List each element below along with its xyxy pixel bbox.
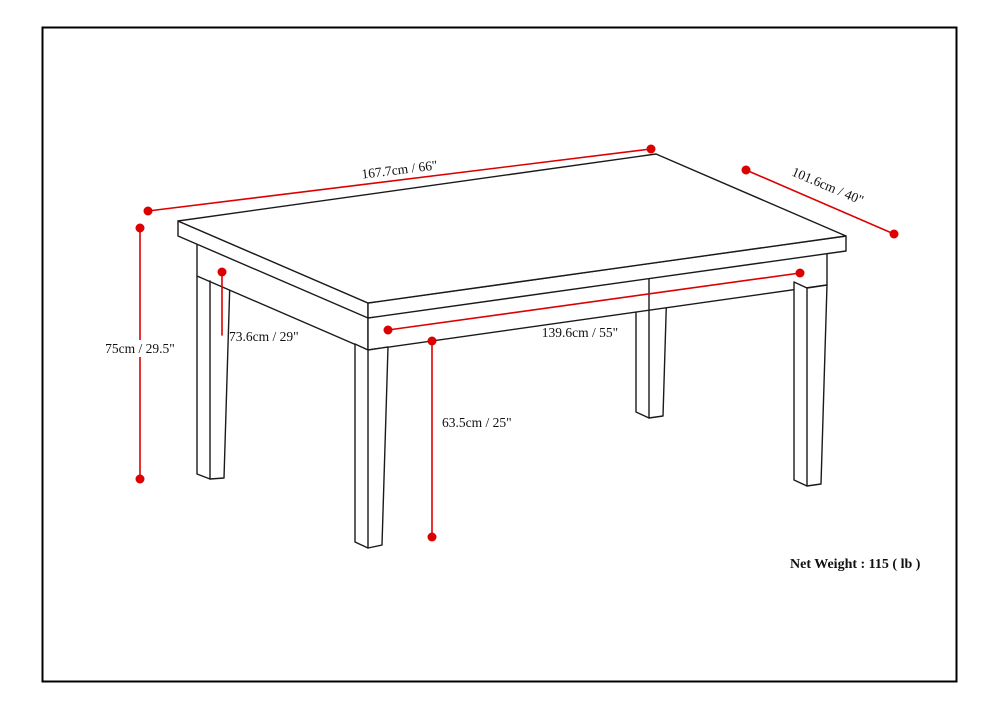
dimension-endpoint-dot: [383, 325, 393, 335]
dimension-endpoint-dot: [427, 532, 437, 542]
dimension-endpoint-dot: [795, 268, 805, 278]
net-weight-label: Net Weight : 115 ( lb ): [790, 557, 921, 572]
dimension-endpoint-dot: [143, 206, 153, 216]
leg-corner-edges: [209, 219, 808, 549]
dimension-endpoint-dot: [135, 223, 145, 233]
table-drawing: [177, 153, 847, 549]
dimension-label-height: 75cm / 29.5": [105, 341, 175, 356]
table-leg-back-left: [196, 275, 231, 480]
dimension-label-underside: 73.6cm / 29": [229, 329, 299, 344]
dimension-endpoint-dot: [646, 144, 656, 154]
dimension-line-between-legs: [387, 272, 801, 331]
table-leg-front-left: [354, 343, 389, 549]
dimension-endpoint-dot: [217, 267, 227, 277]
dimension-endpoint-dot: [741, 165, 751, 175]
table-leg-front-right: [793, 281, 828, 487]
dimension-line-length: [147, 148, 652, 212]
dimension-endpoint-dot: [427, 336, 437, 346]
dimension-lines: [139, 148, 895, 538]
dimension-label-clearance: 63.5cm / 25": [442, 415, 512, 430]
dimension-dots: [135, 144, 899, 542]
tabletop-surface: [177, 153, 847, 304]
dimension-line-depth: [745, 169, 895, 235]
dimension-endpoint-dot: [889, 229, 899, 239]
dimension-label-between-legs: 139.6cm / 55": [542, 325, 618, 340]
height-label-backing: [96, 340, 184, 357]
dimension-endpoint-dot: [135, 474, 145, 484]
